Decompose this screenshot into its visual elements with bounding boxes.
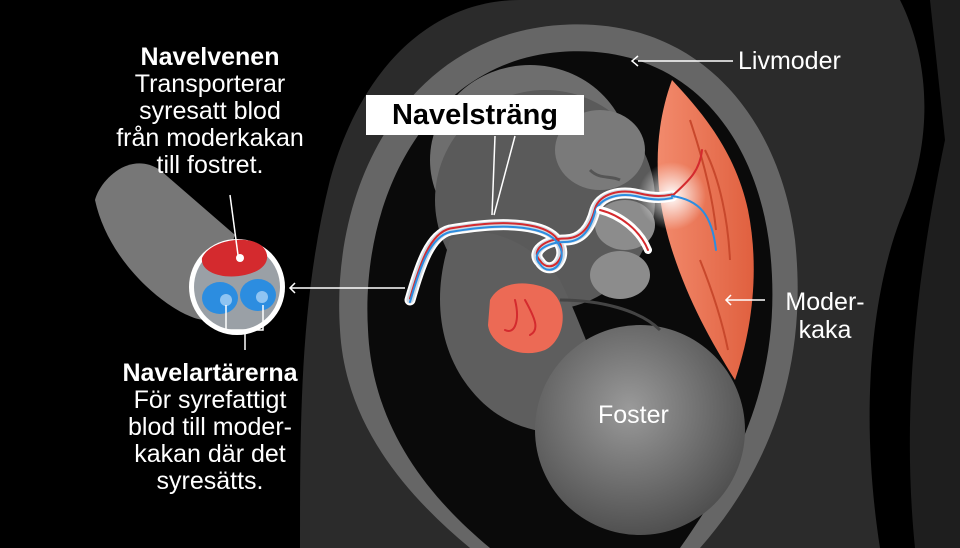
umbilical-arteries-desc-line-4: syresätts. — [156, 467, 264, 495]
umbilical-arteries-title: Navelartärerna — [122, 359, 298, 387]
umbilical-vein-desc-line-4: till fostret. — [156, 151, 264, 179]
umbilical-cord-label: Navelsträng — [366, 95, 584, 135]
umbilical-vein-label: Navelvenen Transporterar syresatt blod f… — [90, 44, 330, 179]
uterus-label: Livmoder — [738, 47, 841, 75]
placenta — [657, 80, 754, 380]
umbilical-cord — [404, 149, 717, 336]
leader-lines — [225, 55, 765, 350]
umbilical-vein-desc-line-3: från moderkakan — [116, 124, 304, 152]
umbilical-arteries-desc-line-3: kakan där det — [134, 440, 286, 468]
umbilical-arteries-desc-line-1: För syrefattigt — [133, 386, 287, 414]
placenta-label: Moder- kaka — [770, 288, 880, 344]
artery-cross-section-left — [202, 282, 238, 314]
vein-cross-section — [201, 239, 268, 277]
mother-back — [909, 0, 960, 548]
umbilical-vein-desc-line-1: Transporterar — [134, 70, 286, 98]
umbilical-vein-title: Navelvenen — [140, 43, 280, 71]
umbilical-arteries-desc-line-2: blod till moder- — [128, 413, 292, 441]
fetal-liver — [488, 283, 563, 354]
umbilical-arteries-label: Navelartärerna För syrefattigt blod till… — [80, 360, 340, 495]
placenta-label-line-1: Moder- — [785, 288, 865, 316]
umbilical-vein-desc-line-2: syresatt blod — [139, 97, 281, 125]
placenta-label-line-2: kaka — [798, 316, 852, 344]
fetus-label: Foster — [598, 401, 669, 429]
cord-cross-section — [95, 163, 285, 335]
